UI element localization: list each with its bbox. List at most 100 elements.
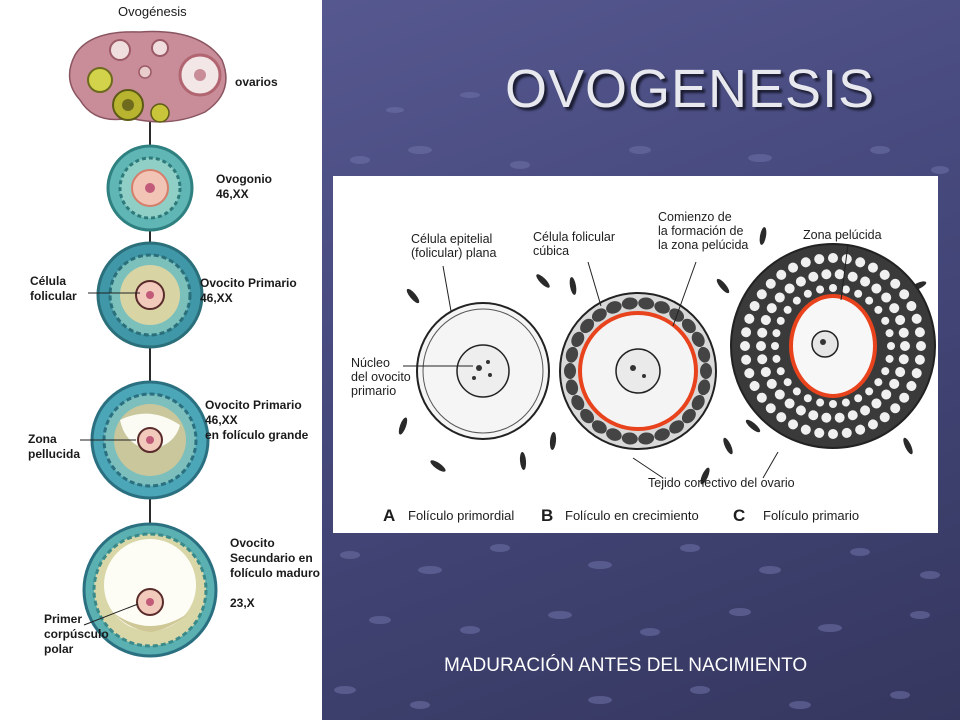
ovogenesis-stages-drawing <box>68 30 227 658</box>
cuboidal-cell <box>565 346 579 363</box>
granulosa-cell <box>885 329 894 338</box>
caption-growing: Folículo en crecimiento <box>565 508 699 523</box>
granulosa-cell <box>914 327 925 338</box>
granulosa-cell <box>792 296 801 305</box>
granulosa-cell <box>744 368 755 379</box>
granulosa-cell <box>765 278 776 289</box>
granulosa-cell <box>760 314 771 325</box>
granulosa-cell <box>772 354 781 363</box>
growing-follicle-drawing <box>559 292 717 450</box>
granulosa-cell <box>890 403 901 414</box>
primary-oocyte-drawing <box>96 241 204 349</box>
cuboidal-cell <box>564 363 576 379</box>
cuboidal-cell <box>669 420 685 434</box>
granulosa-cell <box>749 301 760 312</box>
cuboidal-cell <box>571 394 585 411</box>
mature-follicle-label: Ovocito Secundario en folículo maduro 23… <box>230 536 320 610</box>
caption-letter-c: C <box>733 506 746 525</box>
primary-follicle-drawing <box>730 243 936 449</box>
granulosa-cell <box>911 368 922 379</box>
granulosa-cell <box>885 354 894 363</box>
granulosa-cell <box>898 327 909 338</box>
follicle-stages-drawing <box>398 227 936 485</box>
granulosa-cell <box>821 412 832 423</box>
primordial-follicle-drawing <box>416 302 550 440</box>
granulosa-cell <box>881 389 892 400</box>
granulosa-cell <box>776 367 785 376</box>
granulosa-cell <box>800 424 811 435</box>
cuboidal-cell <box>691 394 705 411</box>
granulosa-cell <box>771 342 779 350</box>
granulosa-cell <box>890 278 901 289</box>
cuboidal-cell <box>580 408 595 424</box>
caption-letter-b: B <box>541 506 554 525</box>
granulosa-cell <box>828 429 838 439</box>
granulosa-cell <box>744 313 755 324</box>
granulosa-cell <box>760 367 771 378</box>
granulosa-cell <box>887 342 895 350</box>
granulosa-cell <box>860 276 871 287</box>
granulosa-cell <box>879 412 890 423</box>
primary-oocyte-label: Ovocito Primario 46,XX <box>200 276 297 305</box>
ovogenesis-heading: Ovogénesis <box>118 4 187 19</box>
ovogonio-label: Ovogonio 46,XX <box>216 172 272 201</box>
granulosa-cell <box>847 410 858 421</box>
connective-cell <box>723 437 733 455</box>
granulosa-cell <box>757 327 768 338</box>
granulosa-cell <box>776 412 787 423</box>
granulosa-cell <box>867 419 878 430</box>
granulosa-cell <box>783 305 792 314</box>
cuboidal-cell <box>697 379 711 396</box>
granulosa-cell <box>795 276 806 287</box>
cuboidal-cell <box>681 408 696 424</box>
cuboidal-cell <box>621 297 638 310</box>
granulosa-cell <box>776 269 787 280</box>
granulosa-cell <box>899 289 910 300</box>
connective-cell <box>536 274 550 288</box>
granulosa-cell <box>906 301 917 312</box>
large-follicle-drawing <box>90 380 210 500</box>
zona-pellucida-label: Zona pelúcida <box>803 228 882 242</box>
granulosa-cell <box>828 253 838 263</box>
connective-cell <box>430 460 446 472</box>
cuboidal-cell <box>654 301 670 314</box>
cuboidal-cell <box>697 346 711 363</box>
follicle-stages-figure: Célula epitelial (folicular) plana Célul… <box>333 176 938 533</box>
granulosa-cell <box>881 292 892 303</box>
granulosa-cell <box>741 354 752 365</box>
granulosa-cell <box>889 378 900 389</box>
caption-primordial: Folículo primordial <box>408 508 515 523</box>
zona-start-label: Comienzo de la formación de la zona pelú… <box>658 210 749 252</box>
cuboidal-cell-label: Célula folicular cúbica <box>533 230 615 258</box>
ovary-drawing <box>68 30 227 123</box>
cuboidal-cell <box>580 318 595 334</box>
granulosa-cell <box>774 292 785 303</box>
cuboidal-cell <box>654 428 670 441</box>
zona-pellucida-left-label: Zona pellucida <box>28 432 81 461</box>
granulosa-cell <box>766 303 777 314</box>
granulosa-cell <box>889 303 900 314</box>
granulosa-cell <box>816 285 825 294</box>
granulosa-cell <box>881 316 890 325</box>
granulosa-cell <box>788 262 799 273</box>
granulosa-cell <box>916 341 926 351</box>
cuboidal-cell <box>691 331 705 348</box>
connective-cell <box>398 417 408 435</box>
granulosa-cell <box>841 254 852 265</box>
granulosa-cell <box>834 412 845 423</box>
cuboidal-cell <box>700 363 712 379</box>
granulosa-cell <box>871 398 882 409</box>
granulosa-cell <box>783 378 792 387</box>
ovogenesis-sequence-panel: Ovogénesis ovarios Ovogonio 46,XX Ovocit… <box>0 0 322 720</box>
granulosa-cell <box>879 269 890 280</box>
oocyte-nucleus-label: Núcleo del ovocito primario <box>351 356 411 398</box>
cuboidal-cell <box>638 432 655 445</box>
granulosa-cell <box>914 354 925 365</box>
granulosa-cell <box>898 354 909 365</box>
granulosa-cell <box>740 341 750 351</box>
granulosa-cell <box>874 378 883 387</box>
connective-cell <box>569 277 577 295</box>
granulosa-cell <box>860 405 871 416</box>
granulosa-cell <box>756 289 767 300</box>
connective-cell <box>519 452 527 470</box>
